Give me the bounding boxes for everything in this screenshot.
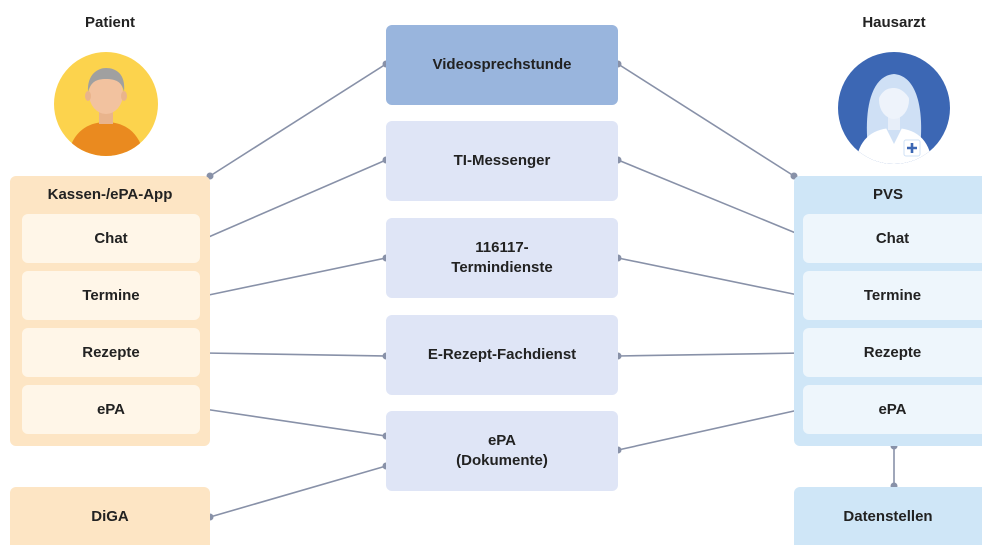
service-ti-messenger[interactable]: TI-Messenger	[386, 121, 618, 201]
doctor-person-icon	[856, 74, 932, 164]
pvs-item-epa[interactable]: ePA	[803, 385, 982, 434]
connector-patient-termine-116117	[203, 257, 387, 297]
service-label-line1: 116117-	[475, 239, 529, 256]
connector-messenger-pvs-chat	[617, 159, 804, 237]
connector-patient-epa-documents	[203, 408, 387, 437]
connector-patient-chat-messenger	[203, 159, 387, 240]
connector-diga-epa-documents	[209, 465, 387, 518]
service-label-line1: ePA	[487, 432, 517, 449]
service-e-rezept-fachdienst[interactable]: E-Rezept-Fachdienst	[386, 315, 618, 395]
service-label-line1: Videosprechstunde	[432, 56, 572, 73]
patient-item-termine[interactable]: Termine	[22, 271, 200, 320]
service-videosprechstunde[interactable]: Videosprechstunde	[386, 25, 618, 105]
service-116117-termindienste[interactable]: 116117- Termindienste	[386, 218, 618, 298]
doctor-avatar	[838, 52, 950, 164]
service-epa-dokumente[interactable]: ePA (Dokumente)	[386, 411, 618, 491]
patient-item-rezepte[interactable]: Rezepte	[22, 328, 200, 377]
connector-epa-documents-pvs-epa	[617, 408, 804, 451]
patient-avatar	[54, 52, 158, 156]
patient-item-chat[interactable]: Chat	[22, 214, 200, 263]
pvs-title: PVS	[872, 186, 903, 203]
datastore-box[interactable]: Datenstellen	[794, 487, 982, 545]
patient-person-icon	[68, 68, 144, 156]
pvs-item-termine[interactable]: Termine	[803, 271, 982, 320]
pvs-item-chat[interactable]: Chat	[803, 214, 982, 263]
service-label-line1: E-Rezept-Fachdienst	[427, 346, 577, 363]
patient-item-epa[interactable]: ePA	[22, 385, 200, 434]
service-label-line2: Termindienste	[451, 259, 553, 276]
pvs-item-rezepte[interactable]: Rezepte	[803, 328, 982, 377]
patient-app-title: Kassen-/ePA-App	[47, 186, 173, 203]
connector-patient-rezepte-erezept	[203, 352, 387, 357]
service-label-line1: TI-Messenger	[453, 152, 551, 169]
connector-116117-pvs-termine	[617, 257, 804, 297]
connector-erezept-pvs-rezepte	[617, 352, 804, 357]
service-label-line2: (Dokumente)	[456, 452, 548, 469]
connector-video-pvs	[617, 63, 795, 177]
patient-role-label: Patient	[84, 14, 135, 31]
diga-box[interactable]: DiGA	[10, 487, 210, 545]
doctor-role-label: Hausarzt	[862, 14, 926, 31]
connector-patient-video	[209, 63, 387, 177]
